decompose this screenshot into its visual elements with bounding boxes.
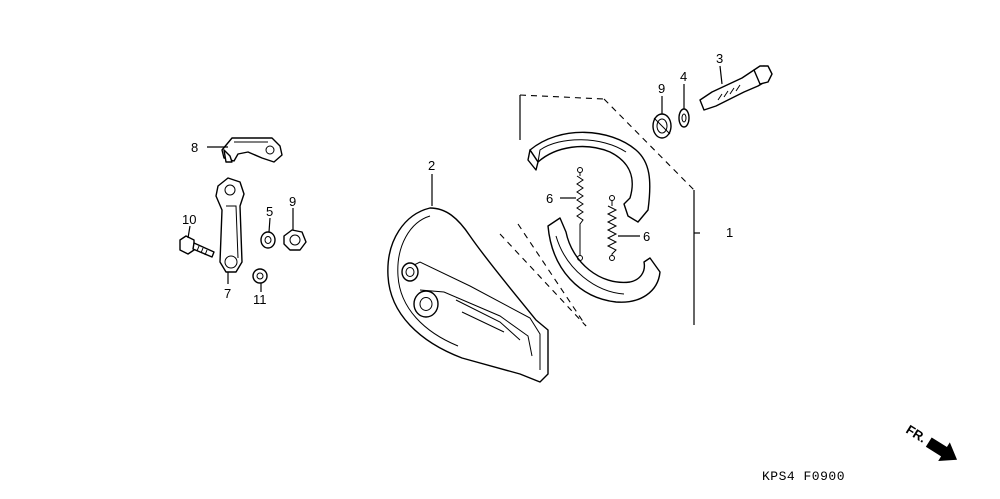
part-7-brake-arm — [215, 177, 245, 273]
part-2-brake-panel — [387, 207, 549, 383]
label-part-2: 2 — [428, 158, 435, 173]
part-6-spring-lower — [606, 195, 618, 261]
diagram-code: KPS4 F0900 — [762, 469, 845, 484]
part-brake-shoe-lower — [547, 217, 661, 303]
label-part-4: 4 — [680, 69, 687, 84]
part-8-bracket — [221, 137, 283, 163]
part-9-seal-right — [652, 113, 672, 139]
assembly-1-bracket-lines — [499, 94, 695, 327]
label-part-9-right: 9 — [658, 81, 665, 96]
front-label: FR. — [903, 422, 929, 446]
front-arrow-icon — [925, 437, 958, 461]
part-4-washer — [678, 108, 690, 128]
front-direction-marker: FR. — [903, 422, 958, 461]
label-part-11: 11 — [253, 292, 267, 307]
label-part-10: 10 — [182, 212, 196, 227]
leader-3 — [719, 65, 723, 85]
leader-10 — [187, 225, 191, 239]
label-part-6-upper: 6 — [546, 191, 553, 206]
label-part-6-lower: 6 — [643, 229, 650, 244]
leader-5 — [268, 217, 271, 233]
part-9-nut-left — [283, 229, 307, 251]
label-part-5: 5 — [266, 204, 273, 219]
part-6-spring-upper — [576, 167, 584, 261]
part-3-brake-cam — [699, 65, 773, 111]
label-part-8: 8 — [191, 140, 198, 155]
part-10-bolt — [179, 235, 215, 258]
label-part-7: 7 — [224, 286, 231, 301]
label-part-1: 1 — [726, 225, 733, 240]
label-part-3: 3 — [716, 51, 723, 66]
part-brake-shoe-upper — [527, 131, 651, 223]
part-11-nut — [252, 268, 268, 284]
part-5-washer — [260, 231, 276, 249]
label-part-9-left: 9 — [289, 194, 296, 209]
